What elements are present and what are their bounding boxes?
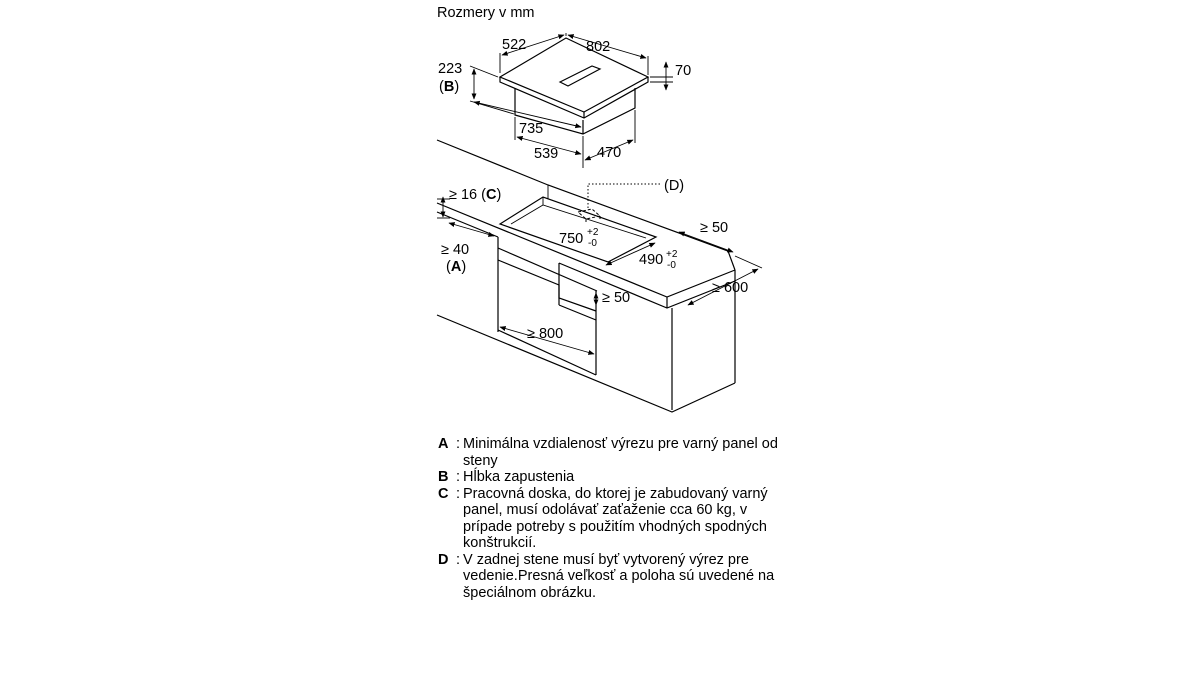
legend: A: Minimálna vzdialenosť výrezu pre varn… <box>438 436 778 601</box>
dim-worktop-thickness: ≥ 16 (C) <box>449 187 501 203</box>
diagram-title: Rozmery v mm <box>437 5 534 21</box>
dim-cabinet-width: ≥ 800 <box>527 326 563 342</box>
dim-cutout-width: 750 <box>559 231 583 247</box>
dim-wall-distance: ≥ 40 <box>441 242 469 258</box>
legend-text: Pracovná doska, do ktorej je zabudovaný … <box>463 485 768 552</box>
dim-cutout-depth-tol-minus: -0 <box>667 260 676 271</box>
worktop-cabinet-drawing <box>436 139 763 413</box>
legend-text: Hĺbka zapustenia <box>463 469 575 485</box>
dim-cutout-depth-value: 490 <box>639 252 663 268</box>
dim-cutout-width-tol-minus: -0 <box>588 238 597 249</box>
legend-item-b: B: Hĺbka zapustenia <box>438 469 778 486</box>
ref-c-letter: C <box>486 187 497 203</box>
ref-b-label: (B) <box>439 79 459 95</box>
legend-key: A <box>438 436 449 452</box>
dim-cutout-depth-tol-plus: +2 <box>666 249 678 260</box>
ref-d-label: (D) <box>664 178 684 194</box>
dim-recess-depth: 223 <box>438 61 462 77</box>
dim-cabinet-rear-distance: ≥ 50 <box>602 290 630 306</box>
legend-item-d: D: V zadnej stene musí byť vytvorený výr… <box>438 552 778 602</box>
dim-worktop-depth: ≥ 600 <box>712 280 748 296</box>
dim-hob-height: 70 <box>675 63 691 79</box>
ref-a-label: (A) <box>446 259 466 275</box>
legend-item-c: C: Pracovná doska, do ktorej je zabudova… <box>438 486 778 552</box>
dim-body-depth-front: 539 <box>534 146 558 162</box>
dim-hob-width: 802 <box>586 39 610 55</box>
legend-key: B <box>438 469 449 485</box>
dim-rear-distance: ≥ 50 <box>700 220 728 236</box>
dim-hob-depth: 522 <box>502 37 526 53</box>
legend-key: C <box>438 485 449 502</box>
dim-worktop-thickness-value: ≥ 16 <box>449 187 477 203</box>
legend-key: D <box>438 551 449 568</box>
hob-drawing <box>469 33 673 168</box>
dim-cutout-width-tol-plus: +2 <box>587 227 599 238</box>
dim-body-width: 735 <box>519 121 543 137</box>
legend-item-a: A: Minimálna vzdialenosť výrezu pre varn… <box>438 436 778 469</box>
ref-b-letter: B <box>444 79 454 95</box>
legend-text: Minimálna vzdialenosť výrezu pre varný p… <box>463 436 778 469</box>
dim-cutout-depth: 490 <box>639 252 663 268</box>
legend-text: V zadnej stene musí byť vytvorený výrez … <box>463 551 775 601</box>
dim-cutout-width-value: 750 <box>559 231 583 247</box>
ref-a-letter: A <box>451 259 462 275</box>
dim-body-depth-side: 470 <box>597 145 621 161</box>
